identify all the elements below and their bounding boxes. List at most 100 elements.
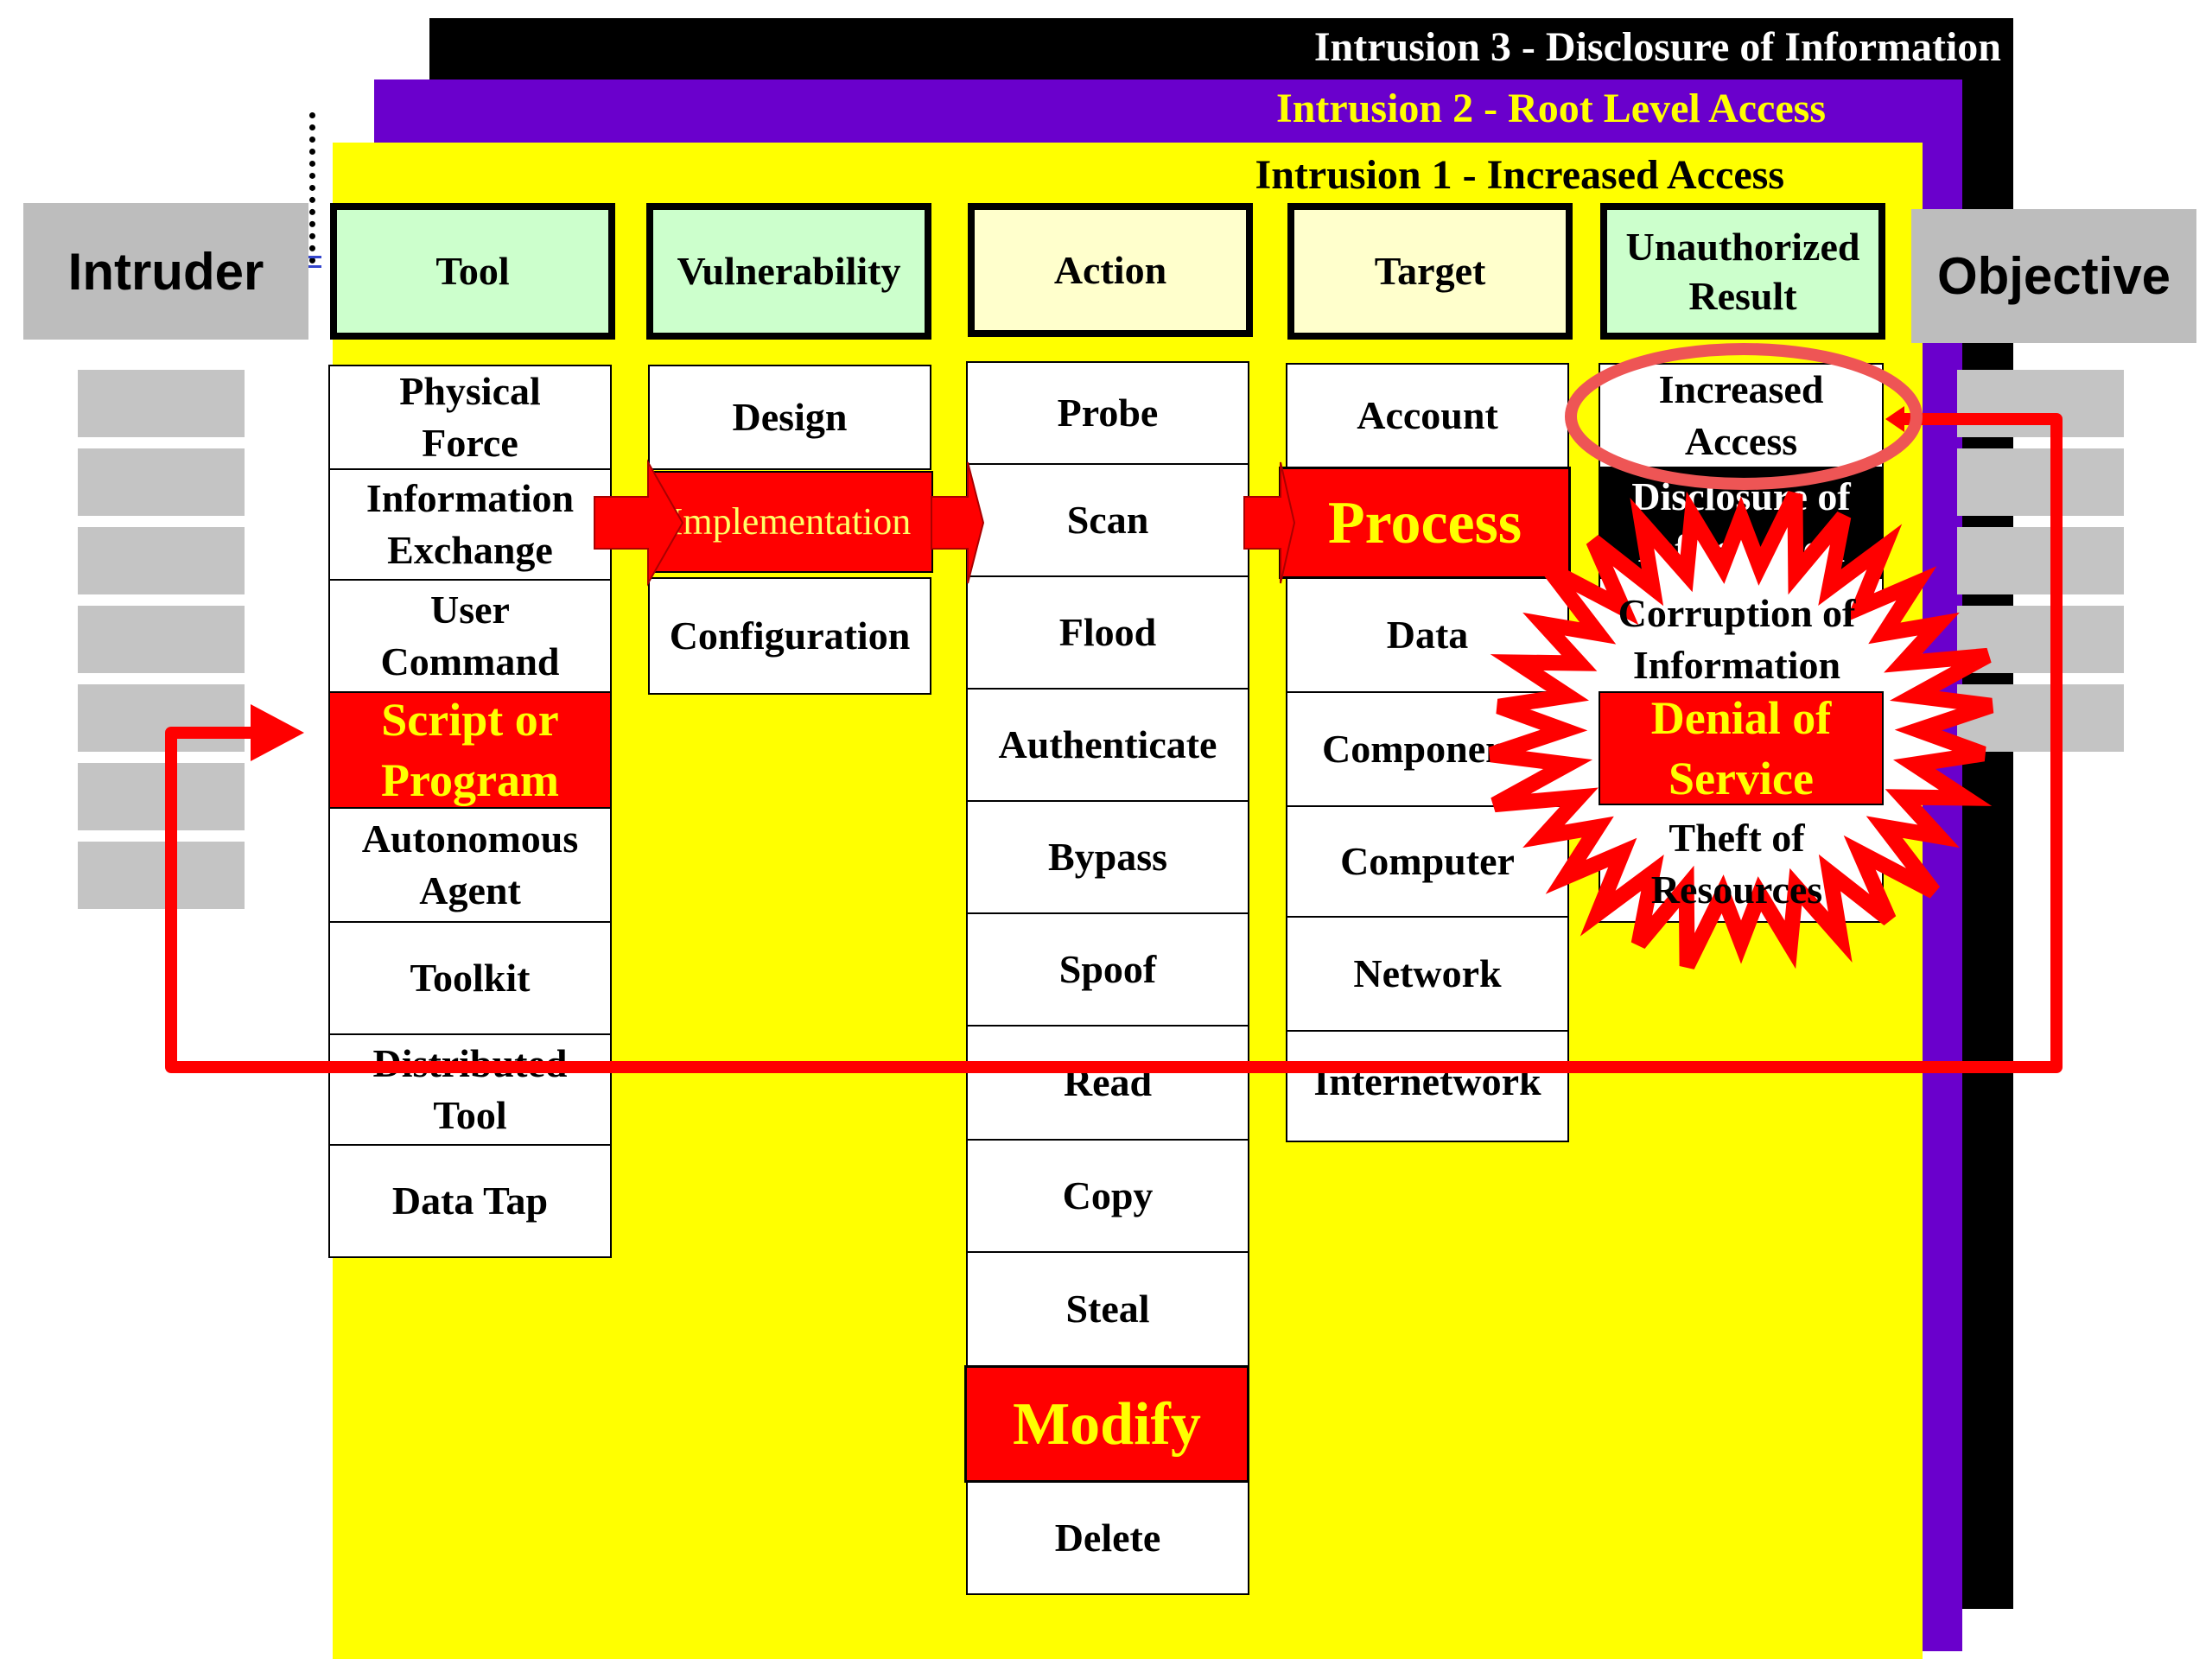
- tool-line: Toolkit: [410, 956, 531, 1001]
- arrow-action-to-target: [1243, 461, 1296, 584]
- action-label: Authenticate: [998, 722, 1217, 767]
- intruder-slot: [78, 763, 245, 830]
- result-header-line2: Result: [1688, 274, 1797, 318]
- intruder-label: Intruder: [67, 242, 264, 301]
- target-header: Target: [1287, 203, 1573, 340]
- tool-line: Physical: [399, 369, 541, 414]
- tool-line: Command: [380, 639, 560, 683]
- action-label: Delete: [1054, 1516, 1161, 1560]
- vulnerability-header: Vulnerability: [646, 203, 931, 340]
- vuln-label: Configuration: [669, 613, 911, 658]
- burst-theft-text: Theft of Resources: [1607, 812, 1866, 916]
- action-label: Steal: [1065, 1287, 1150, 1332]
- action-label: Copy: [1062, 1173, 1154, 1218]
- tool-header: Tool: [330, 203, 615, 340]
- result-header: Unauthorized Result: [1600, 203, 1885, 340]
- intruder-slot: [78, 684, 245, 752]
- vuln-configuration: Configuration: [648, 577, 931, 695]
- tool-header-label: Tool: [435, 249, 510, 294]
- feedback-loop-line: [165, 413, 2063, 1073]
- target-label: Network: [1353, 951, 1502, 996]
- action-copy: Copy: [966, 1139, 1249, 1253]
- intruder-slot: [78, 448, 245, 516]
- action-label: Bypass: [1047, 835, 1168, 880]
- result-denial-of-service: Denial of Service: [1599, 691, 1884, 805]
- burst-corruption-text: Corruption of Information: [1607, 588, 1866, 691]
- result-line: Access: [1684, 419, 1798, 463]
- action-label: Modify: [1013, 1390, 1201, 1458]
- action-probe: Probe: [966, 361, 1249, 465]
- result-line: Information: [1632, 643, 1841, 687]
- tool-line: User: [430, 588, 510, 632]
- tool-script-or-program: Script or Program: [328, 691, 612, 809]
- result-line: Increased: [1658, 367, 1824, 412]
- result-line: Corruption of: [1618, 591, 1856, 636]
- vuln-label: Implementation: [670, 500, 912, 543]
- target-header-label: Target: [1374, 249, 1486, 294]
- arrow-vuln-to-action: [931, 461, 985, 584]
- tool-line: Force: [422, 421, 518, 465]
- vuln-implementation: Implementation: [648, 471, 933, 573]
- tool-line: Exchange: [387, 528, 553, 572]
- vuln-label: Design: [732, 395, 848, 440]
- target-label: Component: [1322, 727, 1522, 772]
- objective-slot: [1957, 448, 2124, 516]
- tool-data-tap: Data Tap: [328, 1144, 612, 1258]
- vuln-design: Design: [648, 365, 931, 470]
- action-steal: Steal: [966, 1251, 1249, 1367]
- tool-line: Information: [365, 476, 575, 521]
- objective-slot: [1957, 370, 2124, 437]
- action-delete: Delete: [966, 1481, 1249, 1595]
- result-line: Theft of: [1669, 816, 1805, 861]
- tool-toolkit: Toolkit: [328, 921, 612, 1035]
- action-label: Spoof: [1058, 947, 1157, 992]
- tool-line: Agent: [419, 868, 521, 912]
- intruder-slot: [78, 527, 245, 594]
- objective-slot: [1957, 684, 2124, 752]
- target-label: Computer: [1340, 839, 1515, 884]
- target-label: Data: [1386, 613, 1469, 658]
- blue-marker: [308, 256, 321, 268]
- action-modify: Modify: [964, 1365, 1249, 1483]
- highlight-ring: [1565, 343, 1923, 490]
- tool-line: Tool: [433, 1093, 507, 1137]
- intruder-slot: [78, 370, 245, 437]
- intruder-slot: [78, 606, 245, 673]
- vulnerability-header-label: Vulnerability: [677, 249, 901, 294]
- action-header: Action: [968, 203, 1253, 337]
- tool-line: Autonomous: [361, 817, 579, 861]
- intruder-box: Intruder: [23, 203, 308, 340]
- objective-box: Objective: [1911, 209, 2196, 343]
- tool-line: Program: [381, 754, 559, 806]
- result-line: Resources: [1650, 868, 1823, 912]
- result-line: Service: [1669, 753, 1814, 804]
- objective-label: Objective: [1936, 247, 2171, 305]
- result-line: Denial of: [1650, 691, 1832, 744]
- intrusion-2-title: Intrusion 2 - Root Level Access: [1276, 86, 1826, 131]
- tool-line: Data Tap: [391, 1179, 549, 1224]
- loop-start-arrowhead: [1885, 406, 1904, 432]
- action-bypass: Bypass: [966, 800, 1249, 914]
- action-label: Scan: [1066, 498, 1149, 543]
- action-authenticate: Authenticate: [966, 688, 1249, 802]
- action-flood: Flood: [966, 575, 1249, 690]
- action-label: Flood: [1058, 610, 1157, 655]
- result-header-line1: Unauthorized: [1625, 224, 1860, 269]
- tool-line: Script or: [381, 693, 559, 746]
- intrusion-1-title: Intrusion 1 - Increased Access: [1255, 152, 1784, 198]
- feedback-arrowhead: [251, 704, 304, 761]
- arrow-tool-to-vuln: [594, 459, 684, 587]
- dotted-marker: [309, 112, 316, 264]
- action-header-label: Action: [1053, 247, 1167, 292]
- target-computer: Computer: [1286, 805, 1569, 918]
- intruder-slot: [78, 842, 245, 909]
- objective-slot: [1957, 527, 2124, 594]
- target-process: Process: [1279, 467, 1571, 579]
